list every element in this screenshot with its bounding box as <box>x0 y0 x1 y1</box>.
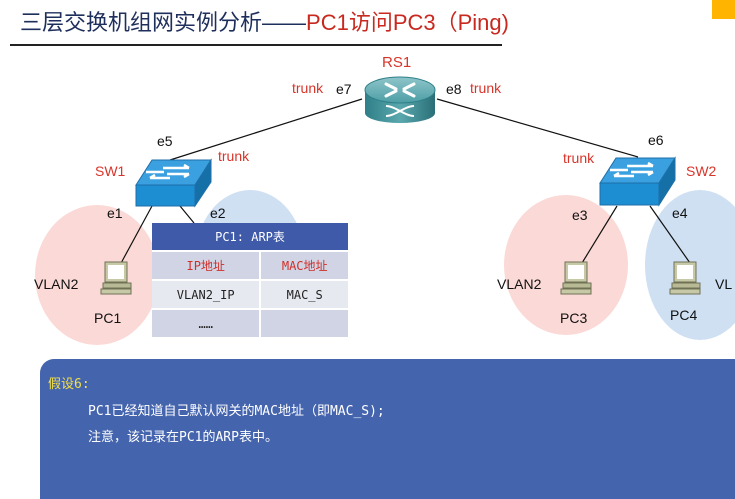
link-rs1-sw2 <box>436 98 639 158</box>
switch2-uplink-mode: trunk <box>563 150 595 166</box>
assumption-note: 假设6: PC1已经知道自己默认网关的MAC地址（即MAC_S); 注意，该记录… <box>40 359 735 499</box>
switch1-uplink-port: e5 <box>157 133 173 149</box>
arp-table-header: IP地址 MAC地址 <box>152 250 348 279</box>
arp-table: PC1: ARP表 IP地址 MAC地址 VLAN2_IP MAC_S …… <box>152 223 348 337</box>
table-row: VLAN2_IP MAC_S <box>152 279 348 308</box>
pc4-vlan-label: VL <box>715 276 733 292</box>
arp-table-title: PC1: ARP表 <box>152 223 348 250</box>
link-sw2-pc3 <box>581 205 618 264</box>
pc3-vlan-label: VLAN2 <box>497 276 542 292</box>
router-name: RS1 <box>382 54 412 71</box>
switch-icon-sw2 <box>599 156 676 207</box>
switch2-uplink-port: e6 <box>648 132 664 148</box>
vlan-area-sw1-red <box>35 205 159 345</box>
router-right-mode: trunk <box>470 80 502 96</box>
pc1-name: PC1 <box>94 310 122 326</box>
router-right-port: e8 <box>446 81 462 97</box>
arp-cell-mac <box>259 308 348 337</box>
router-left-port: e7 <box>336 81 352 97</box>
title-divider <box>10 44 502 46</box>
link-sw2-pc4 <box>649 205 691 264</box>
router-left-mode: trunk <box>292 80 324 96</box>
slide-title: 三层交换机组网实例分析——PC1访问PC3（Ping) <box>20 8 509 38</box>
arp-cell-mac: MAC_S <box>259 279 348 308</box>
pc-icon-pc1 <box>100 261 132 295</box>
switch1-name: SW1 <box>95 163 126 179</box>
title-highlight: PC1访问PC3（Ping) <box>306 10 509 35</box>
pc-icon-pc4 <box>669 261 701 295</box>
switch1-port-b: e2 <box>210 205 226 221</box>
router-icon <box>364 76 436 123</box>
switch2-name: SW2 <box>686 163 717 179</box>
pc1-vlan-label: VLAN2 <box>34 276 79 292</box>
table-row: …… <box>152 308 348 337</box>
switch2-port-b: e4 <box>672 205 688 221</box>
note-title: 假设6: <box>48 377 90 392</box>
pc3-name: PC3 <box>560 310 588 326</box>
note-line: PC1已经知道自己默认网关的MAC地址（即MAC_S); <box>88 404 385 419</box>
link-rs1-sw1 <box>169 98 363 161</box>
arp-cell-ip: VLAN2_IP <box>152 279 260 308</box>
arp-cell-ip: …… <box>152 308 260 337</box>
title-main: 三层交换机组网实例分析—— <box>20 10 307 35</box>
link-sw1-e2 <box>179 205 195 224</box>
pc-icon-pc3 <box>560 261 592 295</box>
switch1-uplink-mode: trunk <box>218 148 250 164</box>
accent-corner <box>712 0 735 19</box>
pc4-name: PC4 <box>670 307 698 323</box>
arp-col-mac: MAC地址 <box>259 250 348 279</box>
note-line: 注意，该记录在PC1的ARP表中。 <box>88 430 278 445</box>
switch2-port-a: e3 <box>572 207 588 223</box>
switch1-port-a: e1 <box>107 205 123 221</box>
switch-icon-sw1 <box>135 158 212 208</box>
arp-col-ip: IP地址 <box>152 250 260 279</box>
link-sw1-pc1 <box>119 205 153 266</box>
